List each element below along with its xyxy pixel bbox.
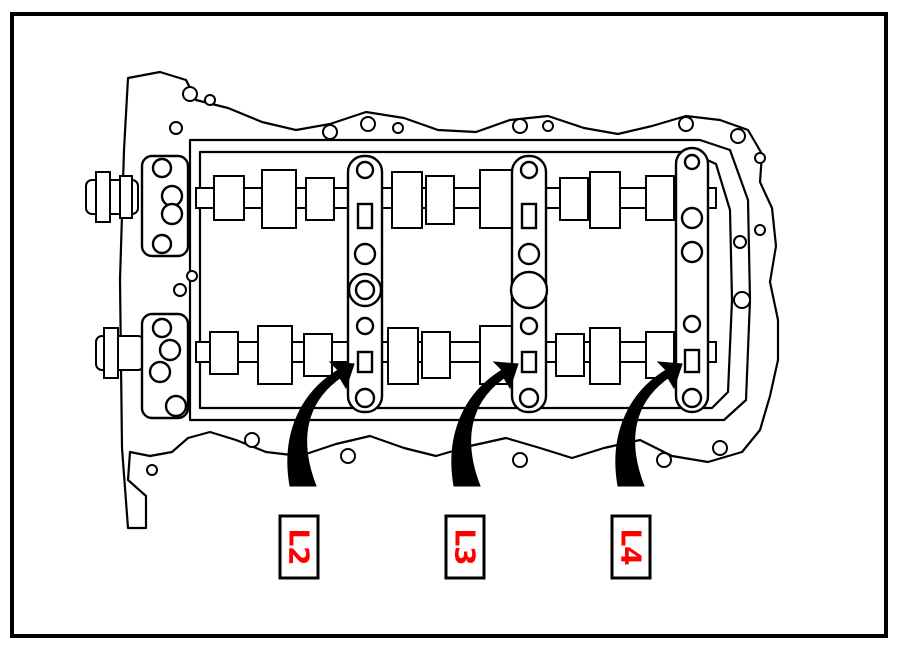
upper-camshaft bbox=[85, 169, 717, 229]
bearing-cap-L4 bbox=[674, 146, 710, 414]
label-L4: L4 bbox=[615, 528, 648, 565]
label-box-L2: L2 bbox=[278, 514, 320, 580]
label-L3: L3 bbox=[449, 528, 482, 565]
arrow-L2 bbox=[287, 361, 355, 487]
label-L2: L2 bbox=[283, 528, 316, 565]
front-bearing-caps bbox=[140, 154, 190, 420]
arrow-L4 bbox=[615, 361, 683, 487]
label-box-L4: L4 bbox=[610, 514, 652, 580]
bearing-cap-L3 bbox=[509, 154, 549, 414]
pointer-arrows bbox=[287, 361, 683, 487]
lower-camshaft bbox=[95, 325, 717, 385]
arrow-L3 bbox=[451, 361, 519, 487]
bearing-cap-L2 bbox=[346, 154, 384, 414]
label-box-L3: L3 bbox=[444, 514, 486, 580]
head-bolt-holes bbox=[146, 86, 766, 476]
